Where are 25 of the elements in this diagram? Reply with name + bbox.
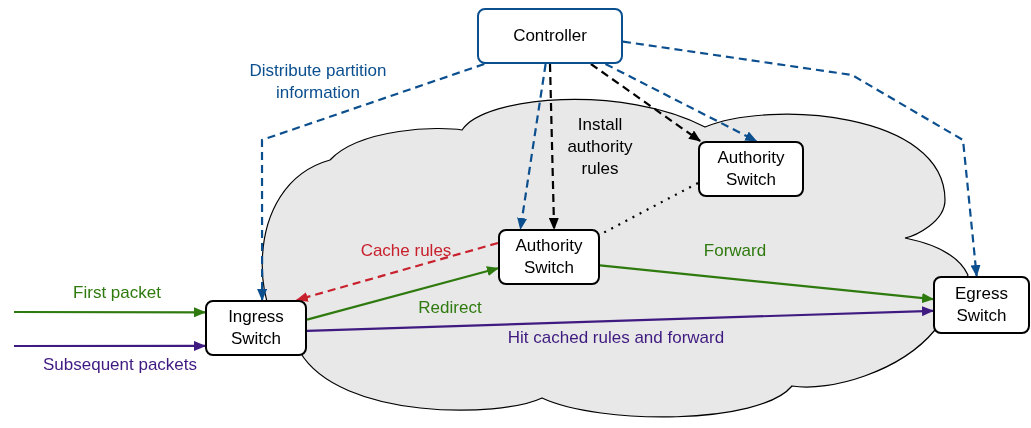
arrow xyxy=(605,63,758,142)
edge-label: Install authority rules xyxy=(566,114,634,180)
arrow xyxy=(517,63,547,230)
edge-label: First packet xyxy=(72,282,162,304)
edge-label: Hit cached rules and forward xyxy=(506,327,726,349)
arrow xyxy=(622,40,981,277)
arrow xyxy=(257,62,485,301)
arrow xyxy=(590,63,701,142)
switch-box: Authority Switch xyxy=(698,141,804,197)
controller-box: Controller xyxy=(477,8,623,64)
arrow xyxy=(14,340,206,351)
arrow xyxy=(295,241,499,302)
switch-box: Authority Switch xyxy=(498,229,600,285)
edge-label: Distribute partition information xyxy=(248,60,388,104)
switch-box: Egress Switch xyxy=(933,276,1030,334)
arrow xyxy=(14,307,206,318)
edge-label: Cache rules xyxy=(359,240,453,262)
switch-box: Ingress Switch xyxy=(205,300,307,356)
arrow xyxy=(306,306,934,332)
edge-label: Subsequent packets xyxy=(41,354,199,376)
edge-label: Forward xyxy=(702,240,768,262)
arrow xyxy=(548,63,559,230)
arrow xyxy=(599,264,934,304)
arrow xyxy=(306,266,499,321)
edge-label: Redirect xyxy=(417,297,483,319)
